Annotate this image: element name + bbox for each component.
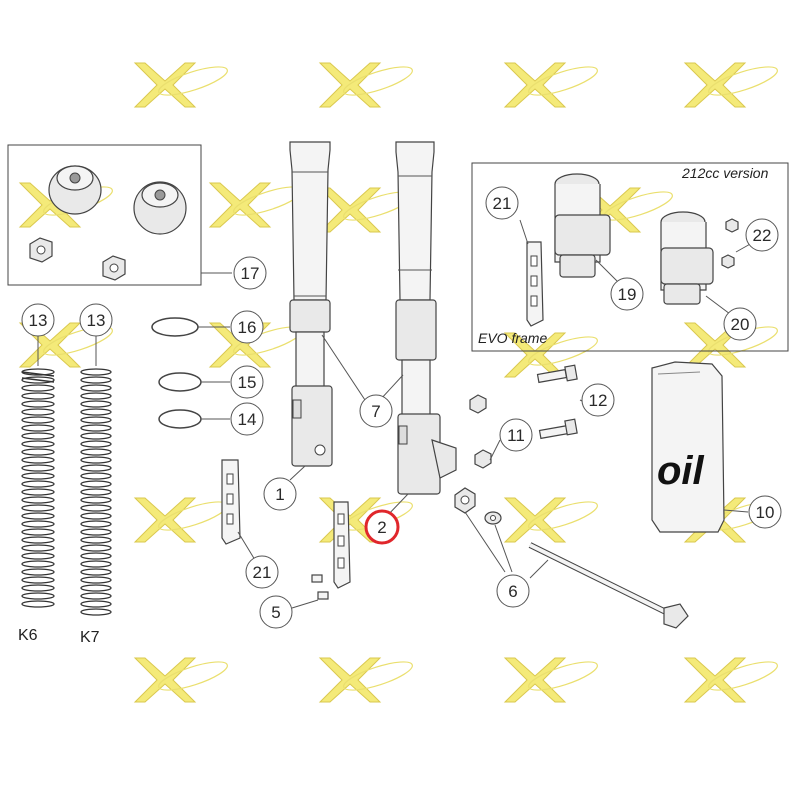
spring-coils-k6 [21,368,55,608]
o-ring-16 [151,317,199,337]
callout-label: 2 [377,518,386,537]
callout-label: 5 [271,603,280,622]
callout-c17: 17 [233,256,267,290]
bracket-21 [221,459,241,545]
callout-c5: 5 [259,595,293,629]
callout-c1: 1 [263,477,297,511]
callout-c6: 6 [496,574,530,608]
callout-c20: 20 [723,307,757,341]
callout-label: 16 [238,318,257,337]
callout-label: 10 [756,503,775,522]
clamp-20 [660,211,714,305]
inset-212cc-box [471,162,789,352]
callout-c21a: 21 [245,555,279,589]
callout-label: 6 [508,582,517,601]
axle-6 [454,487,689,629]
fork-cap-right [133,181,187,235]
callout-label: 12 [589,391,608,410]
nut-11 [469,394,492,469]
callout-label: 21 [493,194,512,213]
callout-label: 13 [29,311,48,330]
o-ring-14 [158,409,202,429]
spring-label-k7: K7 [80,629,100,646]
callout-c16: 16 [230,310,264,344]
callout-c22: 22 [745,218,779,252]
screw-5 [311,574,329,600]
bolt-lower [538,418,578,440]
o-ring-15 [158,372,202,392]
callout-c7: 7 [359,394,393,428]
callout-label: 13 [87,311,106,330]
inset-title: 212cc version [681,165,769,181]
callout-label: 7 [371,402,380,421]
oil-label: oil [657,449,705,493]
nut-left [29,237,53,263]
spring-coils-k7 [80,368,112,616]
nut-right [102,255,126,281]
bolt-upper [536,364,578,384]
callout-label: 19 [618,285,637,304]
fork-leg-2 [395,141,457,495]
callout-label: 17 [241,264,260,283]
callout-label: 15 [238,373,257,392]
callout-c2: 2 [364,509,400,545]
parts-17-box [7,144,202,286]
spring-label-k6: K6 [18,627,38,644]
callout-label: 1 [275,485,284,504]
callout-c10: 10 [748,495,782,529]
fork-leg-1 [289,141,333,467]
callout-label: 14 [238,410,257,429]
callout-label: 21 [253,563,272,582]
callout-label: 11 [507,426,525,445]
callout-c11: 11 [499,418,533,452]
spring-k6 [21,371,55,383]
fork-cap-left [48,165,102,215]
inset-subtitle: EVO frame [478,330,547,346]
callout-c13a: 13 [21,303,55,337]
bracket-21-evo [526,241,544,327]
callout-c15: 15 [230,365,264,399]
springs [21,368,112,616]
callout-c14: 14 [230,402,264,436]
nut-22 [721,218,739,269]
callout-c21b: 21 [485,186,519,220]
clamp-19 [554,173,611,278]
bracket-2 [333,501,351,589]
callout-c12: 12 [581,383,615,417]
callout-c13b: 13 [79,303,113,337]
oil-bottle: oil [651,361,725,533]
callout-c19: 19 [610,277,644,311]
callout-label: 20 [731,315,750,334]
callout-label: 22 [753,226,772,245]
